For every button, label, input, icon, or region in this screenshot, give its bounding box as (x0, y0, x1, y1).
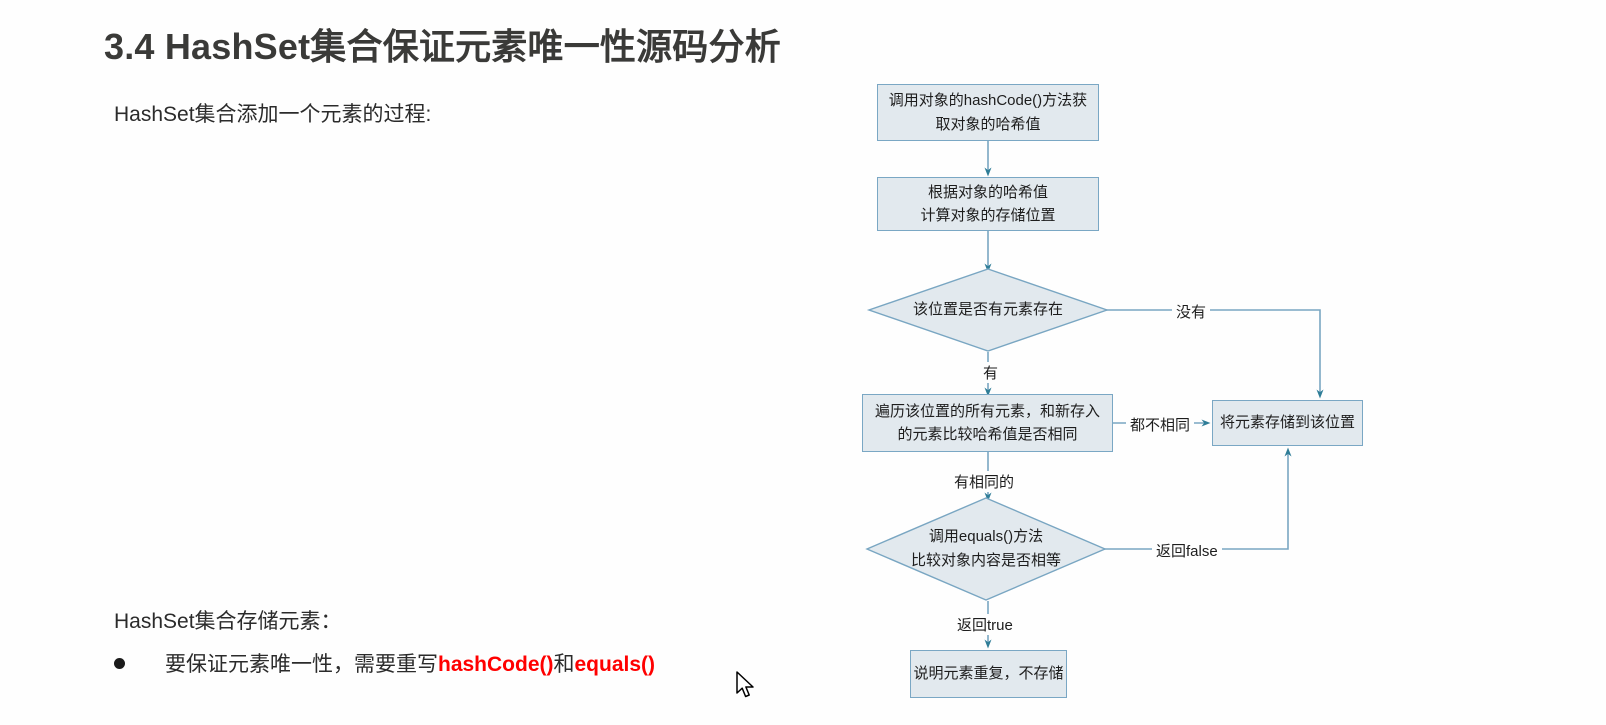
edge-label-return-true: 返回true (953, 614, 1017, 635)
bullet-middle: 和 (553, 653, 575, 676)
flow-node-store: 将元素存储到该位置 (1212, 400, 1363, 446)
flow-node-position: 根据对象的哈希值 计算对象的存储位置 (877, 177, 1099, 231)
flow-node-hashcode: 调用对象的hashCode()方法获 取对象的哈希值 (877, 84, 1099, 141)
edge-label-all-different: 都不相同 (1126, 414, 1195, 435)
store-heading: HashSet集合存储元素： (114, 610, 342, 633)
lead-text: HashSet集合添加一个元素的过程: (114, 103, 432, 126)
flow-node-position-line1: 根据对象的哈希值 (927, 183, 1048, 201)
flow-node-store-label: 将元素存储到该位置 (1219, 414, 1355, 432)
flow-node-traverse-line1: 遍历该位置的所有元素，和新存入 (874, 402, 1100, 420)
flow-node-hashcode-line2: 取对象的哈希值 (935, 115, 1041, 133)
flow-decision-element-exists: 该位置是否有元素存在 (866, 268, 1110, 352)
flow-node-traverse: 遍历该位置的所有元素，和新存入 的元素比较哈希值是否相同 (862, 394, 1113, 452)
edge-label-has-same: 有相同的 (950, 471, 1019, 492)
flow-decision-equals: 调用equals()方法 比较对象内容是否相等 (865, 497, 1107, 601)
flow-node-duplicate-label: 说明元素重复，不存储 (913, 665, 1064, 683)
flow-node-hashcode-line1: 调用对象的hashCode()方法获 (888, 92, 1088, 110)
bullet-list-item: 要保证元素唯一性，需要重写hashCode()和equals() (114, 648, 655, 678)
flow-node-traverse-line2: 的元素比较哈希值是否相同 (897, 426, 1078, 443)
code-equals: equals() (574, 653, 656, 676)
bullet-dot-icon (114, 657, 125, 669)
bullet-text: 要保证元素唯一性，需要重写hashCode()和equals() (165, 648, 655, 678)
page-title: 3.4 HashSet集合保证元素唯一性源码分析 (104, 26, 781, 67)
edge-label-no-element: 没有 (1172, 301, 1211, 322)
flow-node-duplicate: 说明元素重复，不存储 (910, 650, 1067, 698)
flow-node-position-line2: 计算对象的存储位置 (920, 207, 1056, 224)
edge-label-return-false: 返回false (1152, 540, 1222, 561)
edge-label-has-element: 有 (979, 362, 1003, 383)
bullet-prefix: 要保证元素唯一性，需要重写 (165, 653, 438, 676)
code-hashcode: hashCode() (438, 653, 554, 676)
